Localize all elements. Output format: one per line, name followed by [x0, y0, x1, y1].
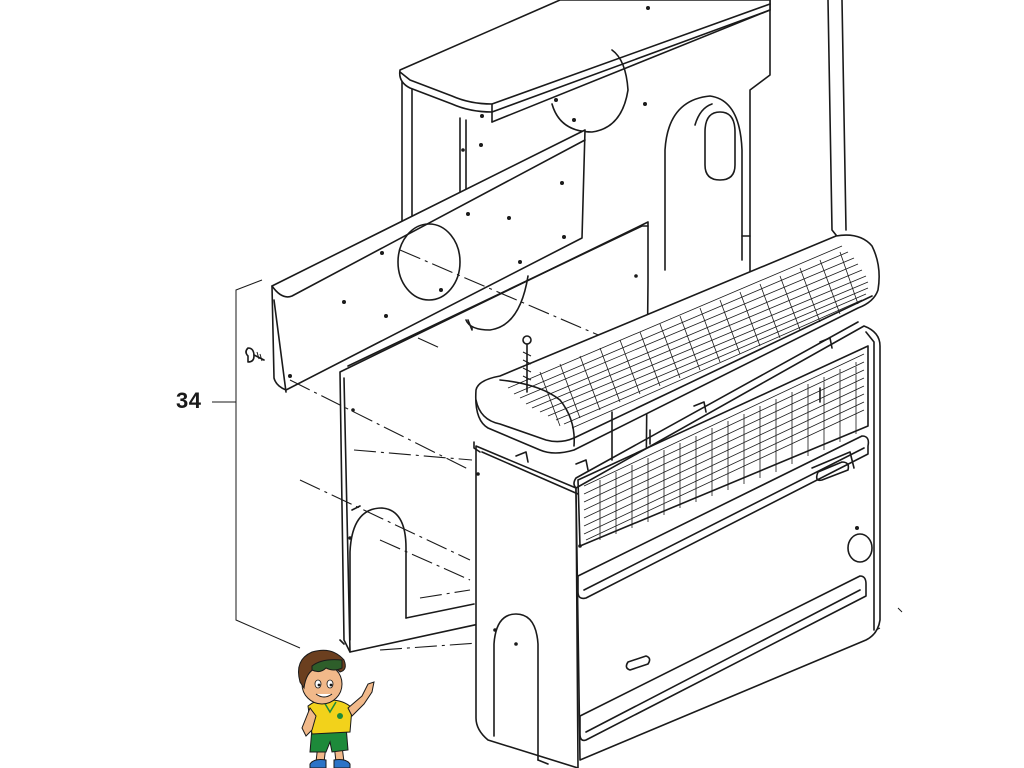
- back-wall-unit: [398, 0, 847, 311]
- top-grille-lid: [474, 234, 880, 461]
- front-cabinet: [473, 321, 881, 768]
- boy-mascot-icon: [298, 649, 375, 768]
- front-louvre-grille: [577, 345, 869, 547]
- screw-icon: [245, 347, 265, 363]
- side-panel-34: [245, 129, 586, 393]
- screw-icon: [522, 335, 532, 393]
- callout-bracket-34: [212, 279, 301, 649]
- callout-number: 34: [176, 388, 202, 413]
